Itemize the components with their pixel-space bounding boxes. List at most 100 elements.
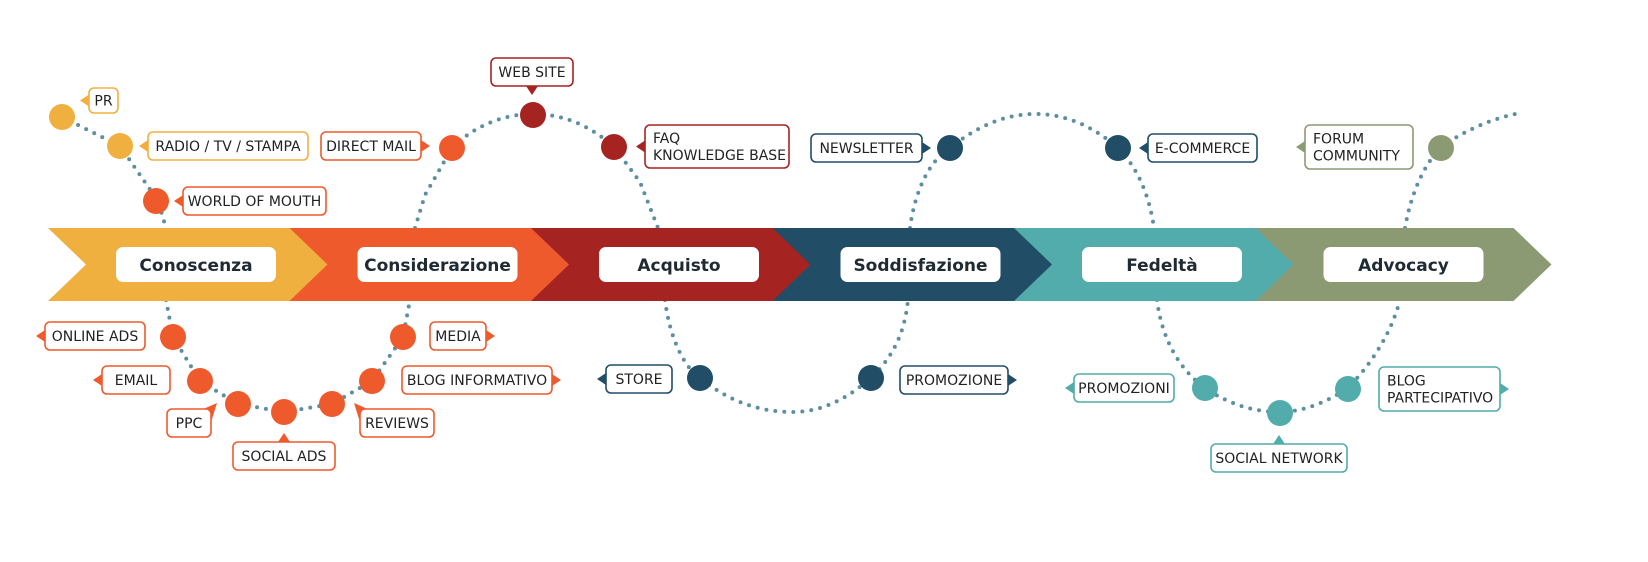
tag-box bbox=[166, 408, 212, 438]
tag-pointer bbox=[1008, 374, 1017, 386]
stage-label-box-soddisfazione bbox=[840, 247, 1001, 282]
tag-pointer bbox=[1273, 435, 1285, 444]
touchpoint-label-email: EMAIL bbox=[115, 373, 158, 389]
touchpoint-label-media: MEDIA bbox=[435, 329, 481, 345]
touchpoint-dot-blog-partecipativo bbox=[1335, 376, 1361, 402]
touchpoint-tag-e-commerce: E-COMMERCE bbox=[1139, 133, 1258, 163]
tag-box bbox=[644, 124, 790, 169]
touchpoint-dot-online-ads bbox=[160, 324, 186, 350]
touchpoint-dot-world-of-mouth bbox=[143, 188, 169, 214]
touchpoint-tag-blog-informativo: BLOG INFORMATIVO bbox=[401, 365, 561, 395]
touchpoint-dot-pr bbox=[49, 104, 75, 130]
touchpoint-label-reviews: REVIEWS bbox=[365, 416, 429, 432]
dotted-path-segment-5 bbox=[908, 111, 1156, 230]
touchpoint-tag-media: MEDIA bbox=[429, 321, 495, 351]
touchpoint-label-promozioni: PROMOZIONI bbox=[1078, 381, 1170, 397]
touchpoint-dot-promozione bbox=[858, 365, 884, 391]
tag-box bbox=[1304, 124, 1414, 170]
touchpoint-dot-faq-knowledge-base bbox=[601, 134, 627, 160]
tag-box bbox=[88, 87, 119, 114]
touchpoint-dot-social-ads bbox=[271, 399, 297, 425]
touchpoint-label-blog-informativo: BLOG INFORMATIVO bbox=[407, 373, 547, 389]
touchpoint-label-e-commerce: E-COMMERCE bbox=[1155, 141, 1250, 157]
tag-box bbox=[810, 133, 923, 163]
touchpoint-dot-ppc bbox=[225, 391, 251, 417]
touchpoint-tag-radio-tv-stampa: RADIO / TV / STAMPA bbox=[139, 131, 309, 161]
touchpoint-dot-blog-informativo bbox=[359, 368, 385, 394]
tag-pointer bbox=[36, 330, 45, 342]
touchpoint-dot-reviews bbox=[319, 391, 345, 417]
touchpoint-tag-pr: PR bbox=[80, 87, 119, 114]
tag-pointer bbox=[1500, 383, 1509, 395]
touchpoint-tag-world-of-mouth: WORLD OF MOUTH bbox=[174, 186, 327, 216]
tag-pointer bbox=[1296, 141, 1305, 153]
tag-box bbox=[1210, 443, 1348, 473]
touchpoint-label-store: STORE bbox=[615, 372, 662, 388]
tag-box bbox=[101, 365, 171, 395]
dotted-path-segment-7 bbox=[1403, 112, 1517, 230]
tag-pointer bbox=[278, 433, 290, 442]
tag-box bbox=[401, 365, 553, 395]
tag-pointer bbox=[922, 142, 931, 154]
stage-label-soddisfazione: Soddisfazione bbox=[853, 256, 987, 276]
tag-box bbox=[429, 321, 487, 351]
touchpoint-dot-newsletter bbox=[937, 135, 963, 161]
touchpoint-label-newsletter: NEWSLETTER bbox=[819, 141, 913, 157]
tag-pointer bbox=[486, 330, 495, 342]
stage-soddisfazione: Soddisfazione bbox=[772, 228, 1069, 301]
tag-box bbox=[182, 186, 327, 216]
tag-pointer bbox=[636, 140, 645, 153]
tag-box bbox=[232, 441, 336, 471]
stage-label-box-fedelta bbox=[1082, 247, 1242, 282]
tag-box bbox=[359, 408, 435, 438]
dotted-path-segment-4 bbox=[663, 298, 910, 415]
touchpoint-dot-web-site bbox=[520, 102, 546, 128]
touchpoint-label-direct-mail: DIRECT MAIL bbox=[326, 139, 416, 155]
tag-box bbox=[605, 364, 673, 394]
tag-pointer bbox=[526, 86, 538, 95]
stage-label-acquisto: Acquisto bbox=[637, 256, 720, 276]
touchpoint-dot-e-commerce bbox=[1105, 135, 1131, 161]
dotted-path-segment-1 bbox=[60, 115, 168, 230]
dotted-path-segment-2 bbox=[164, 298, 412, 415]
stage-fedelta: Fedeltà bbox=[1014, 228, 1310, 301]
touchpoint-dot-email bbox=[187, 368, 213, 394]
touchpoint-tag-store: STORE bbox=[597, 364, 673, 394]
tag-pointer bbox=[174, 195, 183, 207]
touchpoint-tag-social-ads: SOCIAL ADS bbox=[232, 433, 336, 471]
touchpoint-tag-ppc: PPC bbox=[166, 403, 217, 438]
stage-label-advocacy: Advocacy bbox=[1358, 256, 1449, 276]
touchpoint-tag-reviews: REVIEWS bbox=[354, 403, 435, 438]
tag-pointer bbox=[1139, 142, 1148, 154]
touchpoint-label-pr: PR bbox=[94, 94, 112, 110]
touchpoint-dot-radio-tv-stampa bbox=[107, 133, 133, 159]
stage-label-box-advocacy bbox=[1323, 247, 1484, 282]
tag-pointer bbox=[552, 374, 561, 386]
touchpoint-dots bbox=[49, 102, 1454, 426]
touchpoint-dot-forum-community bbox=[1428, 135, 1454, 161]
stage-label-box-conoscenza bbox=[116, 247, 276, 282]
tag-box bbox=[1073, 373, 1175, 403]
stage-label-box-considerazione bbox=[357, 247, 518, 282]
touchpoint-label-world-of-mouth: WORLD OF MOUTH bbox=[188, 194, 322, 210]
tag-box bbox=[44, 321, 146, 351]
tag-pointer bbox=[421, 140, 430, 152]
stage-label-fedelta: Fedeltà bbox=[1126, 256, 1198, 276]
tag-box bbox=[490, 57, 574, 87]
tag-box bbox=[320, 131, 422, 161]
touchpoint-dot-media bbox=[390, 324, 416, 350]
tag-box bbox=[1147, 133, 1258, 163]
stage-label-conoscenza: Conoscenza bbox=[139, 256, 252, 276]
tag-pointer bbox=[139, 140, 148, 152]
touchpoint-label-social-ads: SOCIAL ADS bbox=[242, 449, 327, 465]
tag-pointer bbox=[597, 373, 606, 385]
touchpoint-label-online-ads: ONLINE ADS bbox=[52, 329, 139, 345]
touchpoint-label-web-site: WEB SITE bbox=[498, 65, 565, 81]
touchpoint-tags: PR RADIO / TV / STAMPA WORLD OF MOUTH DIREC… bbox=[36, 57, 1509, 473]
